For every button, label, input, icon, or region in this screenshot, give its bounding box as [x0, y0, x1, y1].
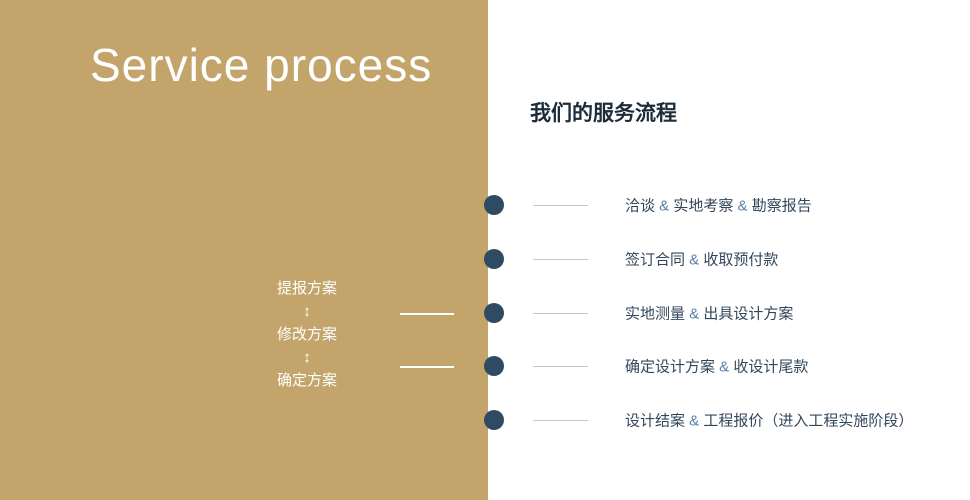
loop-item: 提报方案 — [276, 280, 337, 297]
updown-arrow-icon: ↕ — [303, 349, 311, 366]
connector-line-upper — [400, 313, 454, 315]
loop-item: 确定方案 — [276, 372, 337, 389]
right-panel — [488, 0, 970, 500]
page-title: Service process — [90, 39, 433, 91]
loop-item: 修改方案 — [276, 326, 337, 343]
connector-line-lower — [400, 366, 454, 368]
revision-loop: 提报方案 ↕ 修改方案 ↕ 确定方案 — [257, 278, 357, 392]
left-panel: Service process 提报方案 ↕ 修改方案 ↕ 确定方案 — [0, 0, 488, 500]
section-title: 我们的服务流程 — [530, 102, 677, 125]
updown-arrow-icon: ↕ — [303, 303, 311, 320]
